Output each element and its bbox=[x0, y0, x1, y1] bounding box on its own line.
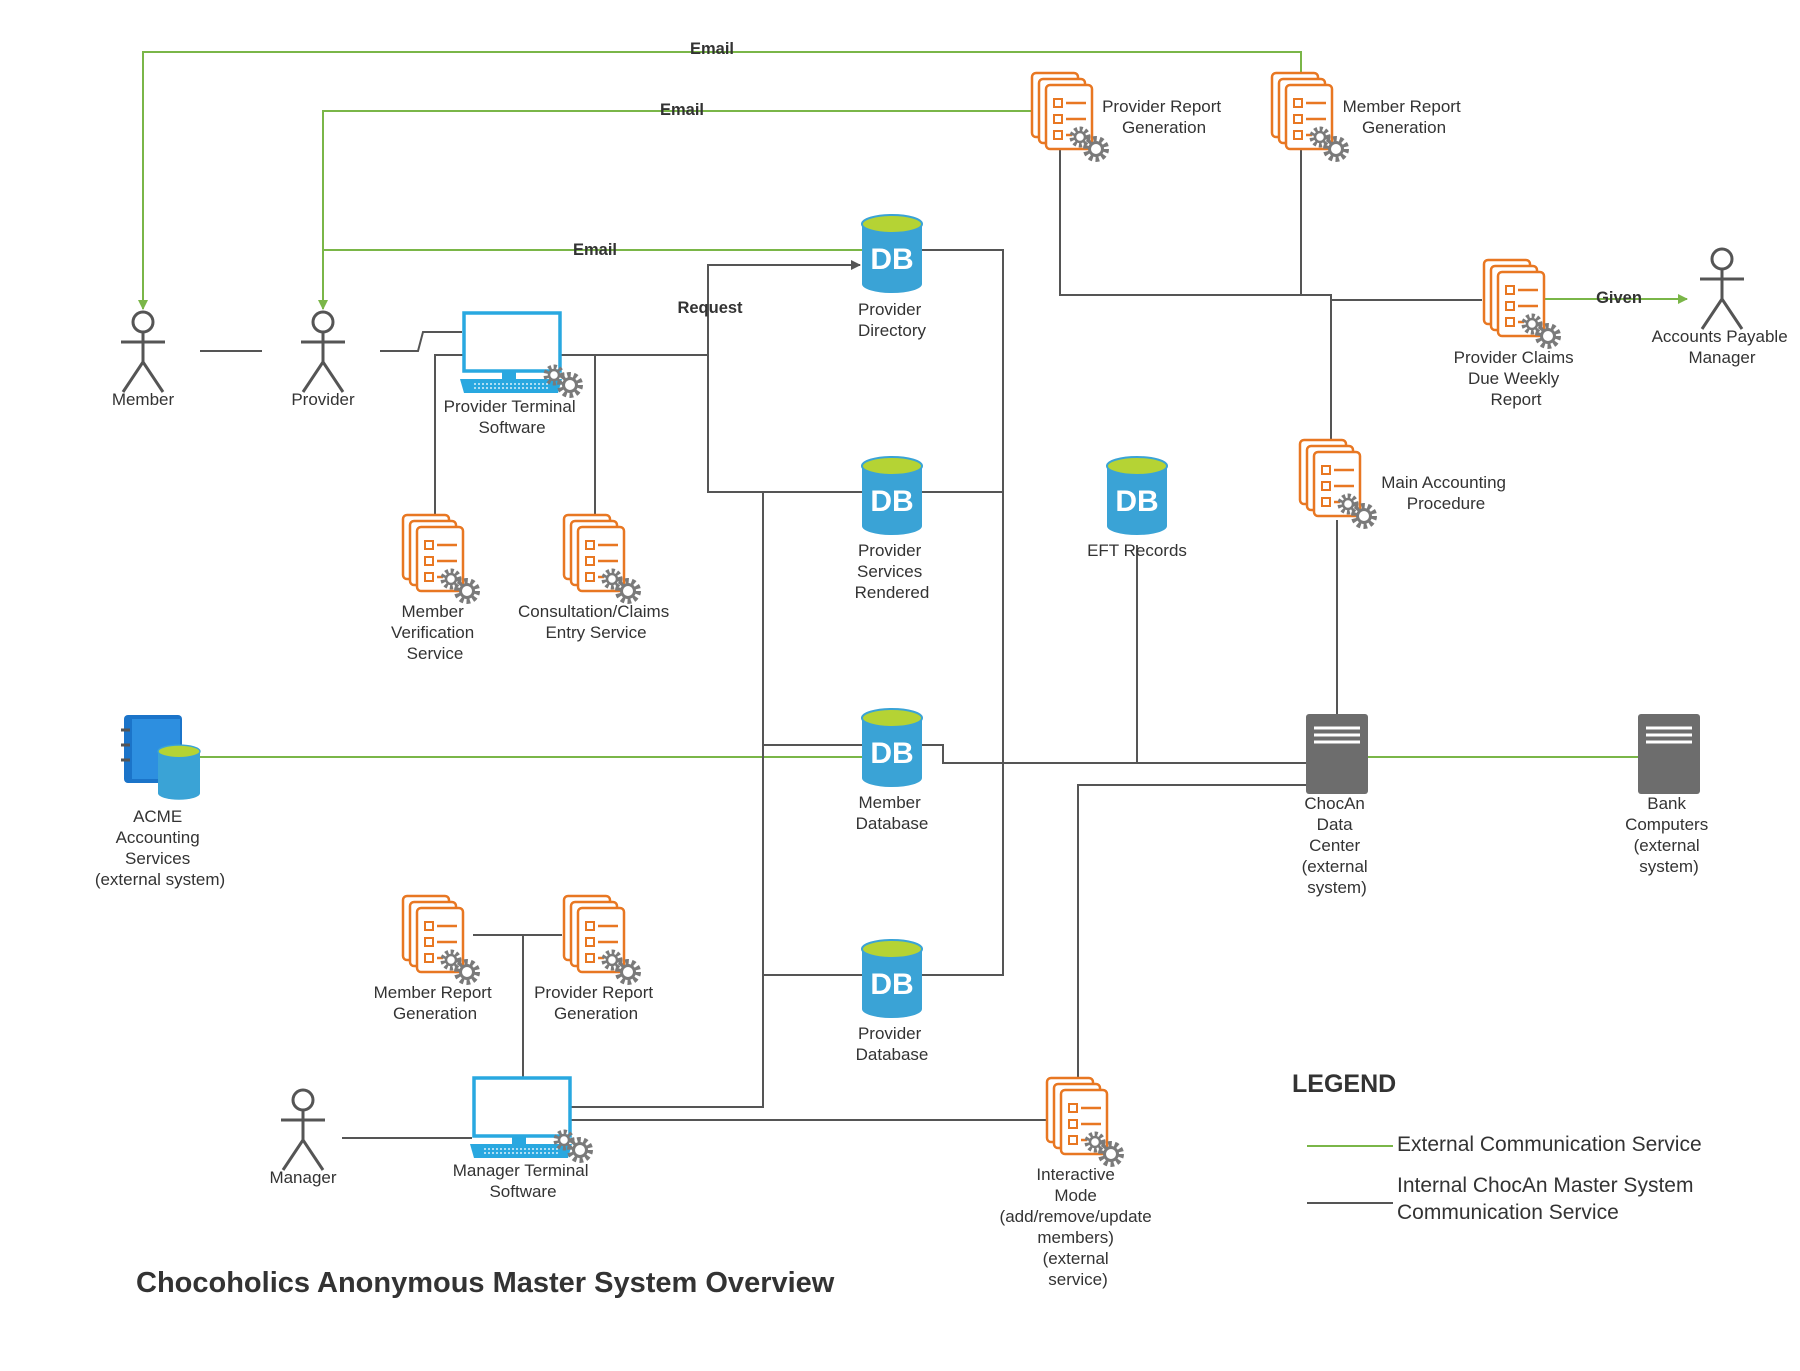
top-reports-accounting-connector bbox=[1059, 150, 1331, 296]
legend-external-label: External Communication Service bbox=[1397, 1133, 1702, 1156]
directory-bus-connector bbox=[918, 249, 1004, 763]
legend: LEGEND External Communication Service In… bbox=[1292, 1070, 1702, 1224]
acme-label: ACME Accounting Services (external syste… bbox=[95, 807, 225, 889]
member-report-bottom-process[interactable] bbox=[403, 896, 477, 982]
manager-label: Manager bbox=[269, 1168, 336, 1187]
member-report-top-label: Member Report Generation bbox=[1343, 97, 1466, 137]
acme-accounting-icon[interactable] bbox=[121, 715, 201, 800]
interactive-mode-label: Interactive Mode (add/remove/update memb… bbox=[1000, 1165, 1157, 1289]
provider-report-top-process[interactable] bbox=[1032, 73, 1106, 159]
given-label: Given bbox=[1596, 289, 1642, 307]
svg-text:DB: DB bbox=[870, 485, 913, 518]
svg-text:DB: DB bbox=[1115, 485, 1158, 518]
provider-services-rendered-db[interactable]: DB bbox=[861, 456, 923, 536]
member-report-top-process[interactable] bbox=[1272, 73, 1346, 159]
eft-records-db[interactable]: DB bbox=[1106, 456, 1168, 536]
terminal-psr-connector bbox=[707, 355, 862, 493]
chocan-data-center-server[interactable] bbox=[1304, 712, 1370, 796]
legend-internal-label: Internal ChocAn Master System Communicat… bbox=[1397, 1174, 1699, 1224]
chocan-data-center-label: ChocAn Data Center (external system) bbox=[1302, 794, 1373, 897]
manager-actor[interactable] bbox=[279, 1088, 327, 1172]
member-label: Member bbox=[112, 390, 175, 409]
member-db-bus-connector bbox=[918, 744, 1306, 764]
email-label-3: Email bbox=[573, 241, 617, 259]
email-to-member-connector bbox=[138, 51, 1302, 310]
legend-title: LEGEND bbox=[1292, 1070, 1396, 1098]
provider-report-top-label: Provider Report Generation bbox=[1102, 97, 1226, 137]
member-database-db[interactable]: DB bbox=[861, 708, 923, 788]
svg-text:DB: DB bbox=[870, 737, 913, 770]
svg-text:DB: DB bbox=[870, 968, 913, 1001]
member-actor[interactable] bbox=[119, 310, 167, 394]
provider-database-label: Provider Database bbox=[856, 1024, 929, 1064]
main-accounting-process[interactable] bbox=[1300, 440, 1374, 526]
email-label-2: Email bbox=[660, 101, 704, 119]
email-to-provider-connector bbox=[318, 110, 1032, 310]
provider-actor[interactable] bbox=[299, 310, 347, 394]
bank-computers-label: Bank Computers (external system) bbox=[1625, 794, 1713, 876]
provider-directory-db[interactable]: DB bbox=[861, 214, 923, 294]
provider-terminal-connector bbox=[380, 331, 462, 352]
member-report-bottom-label: Member Report Generation bbox=[374, 983, 497, 1023]
request-connector bbox=[556, 260, 861, 356]
provider-directory-label: Provider Directory bbox=[858, 300, 927, 340]
provider-claims-weekly-label: Provider Claims Due Weekly Report bbox=[1454, 348, 1579, 409]
provider-services-rendered-label: Provider Services Rendered bbox=[855, 541, 930, 602]
provider-report-bottom-label: Provider Report Generation bbox=[534, 983, 658, 1023]
terminal-verification-connector bbox=[434, 354, 463, 515]
diagram-title: Chocoholics Anonymous Master System Over… bbox=[136, 1267, 835, 1299]
interactive-datacenter-connector bbox=[1077, 784, 1306, 1077]
accounts-payable-label: Accounts Payable Manager bbox=[1652, 327, 1793, 367]
member-database-label: Member Database bbox=[856, 793, 929, 833]
interactive-mode-process[interactable] bbox=[1047, 1078, 1121, 1164]
request-label: Request bbox=[677, 299, 743, 317]
eft-records-label: EFT Records bbox=[1087, 541, 1187, 560]
member-verification-process[interactable] bbox=[403, 515, 477, 601]
member-verification-label: Member Verification Service bbox=[391, 602, 479, 663]
provider-database-db[interactable]: DB bbox=[861, 939, 923, 1019]
member-report-accounting-connector bbox=[1300, 150, 1332, 440]
provider-label: Provider bbox=[291, 390, 355, 409]
provider-db-bus-connector bbox=[918, 763, 1004, 976]
provider-report-bottom-process[interactable] bbox=[564, 896, 638, 982]
manager-reports-connector bbox=[473, 934, 562, 1078]
accounts-payable-actor[interactable] bbox=[1698, 247, 1746, 331]
consultation-claims-label: Consultation/Claims Entry Service bbox=[518, 602, 674, 642]
main-accounting-label: Main Accounting Procedure bbox=[1381, 473, 1510, 513]
email-label-1: Email bbox=[690, 40, 734, 58]
svg-text:DB: DB bbox=[870, 243, 913, 276]
consultation-claims-process[interactable] bbox=[564, 515, 638, 601]
bank-computers-server[interactable] bbox=[1636, 712, 1702, 796]
provider-claims-weekly-process[interactable] bbox=[1484, 260, 1558, 346]
manager-terminal-label: Manager Terminal Software bbox=[453, 1161, 594, 1201]
manager-db-connector bbox=[568, 492, 764, 1108]
provider-terminal-label: Provider Terminal Software bbox=[444, 397, 581, 437]
